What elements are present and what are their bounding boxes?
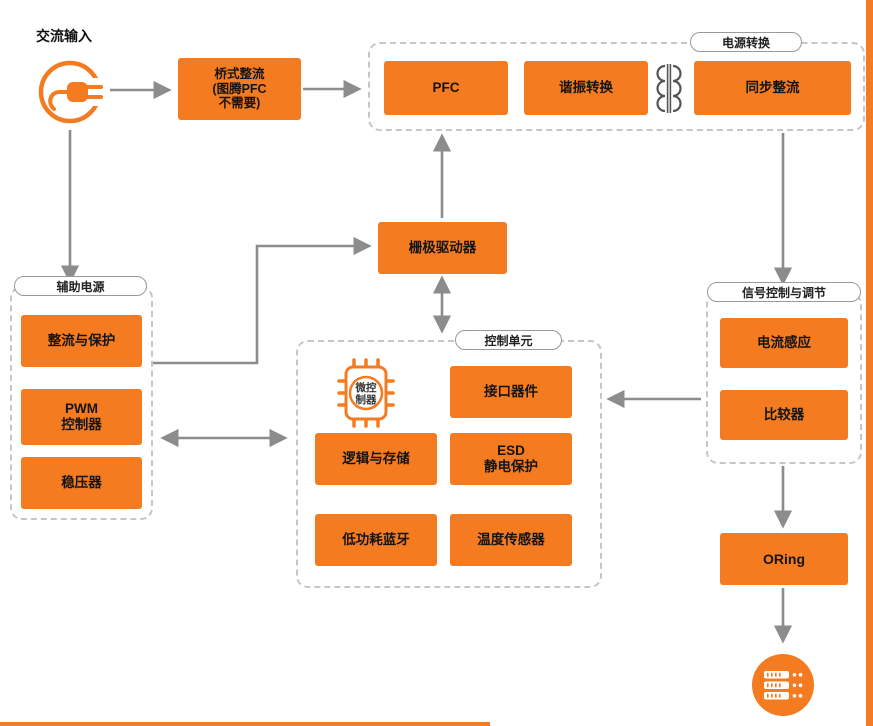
- voltage-regulator-box: 稳压器: [21, 457, 142, 509]
- transformer-icon: [656, 64, 682, 113]
- signal-control-group-label: 信号控制与调节: [707, 282, 861, 302]
- power-conversion-group-label: 电源转换: [690, 32, 802, 52]
- sync-rectifier-box: 同步整流: [694, 61, 851, 115]
- comparator-box: 比较器: [720, 390, 848, 440]
- current-sense-box: 电流感应: [720, 318, 848, 368]
- aux-power-group-label: 辅助电源: [14, 276, 147, 296]
- temp-sensor-box: 温度传感器: [450, 514, 572, 566]
- gate-driver-box: 栅极驱动器: [378, 222, 507, 274]
- power-conversion-group: [368, 42, 865, 131]
- mcu-label-line2: 制器: [356, 393, 377, 406]
- resonant-converter-box: 谐振转换: [524, 61, 648, 115]
- bridge-rectifier-box: 桥式整流 (图腾PFC 不需要): [178, 58, 301, 120]
- oring-box: ORing: [720, 533, 848, 585]
- ac-input-label: 交流输入: [36, 28, 92, 44]
- rectification-protection-box: 整流与保护: [21, 315, 142, 367]
- page-accent-right: [866, 0, 873, 726]
- page-accent-bottom: [0, 722, 490, 726]
- ble-box: 低功耗蓝牙: [315, 514, 437, 566]
- control-unit-group-label: 控制单元: [455, 330, 562, 350]
- esd-protection-box: ESD 静电保护: [450, 433, 572, 485]
- logic-storage-box: 逻辑与存储: [315, 433, 437, 485]
- mcu-chip-icon: 微控 制器: [337, 358, 395, 428]
- plug-icon: [38, 60, 106, 124]
- control-unit-group: [296, 340, 602, 588]
- pwm-controller-box: PWM 控制器: [21, 389, 142, 445]
- interface-devices-box: 接口器件: [450, 366, 572, 418]
- server-icon: [752, 654, 814, 716]
- mcu-label-line1: 微控: [355, 381, 377, 394]
- pfc-box: PFC: [384, 61, 508, 115]
